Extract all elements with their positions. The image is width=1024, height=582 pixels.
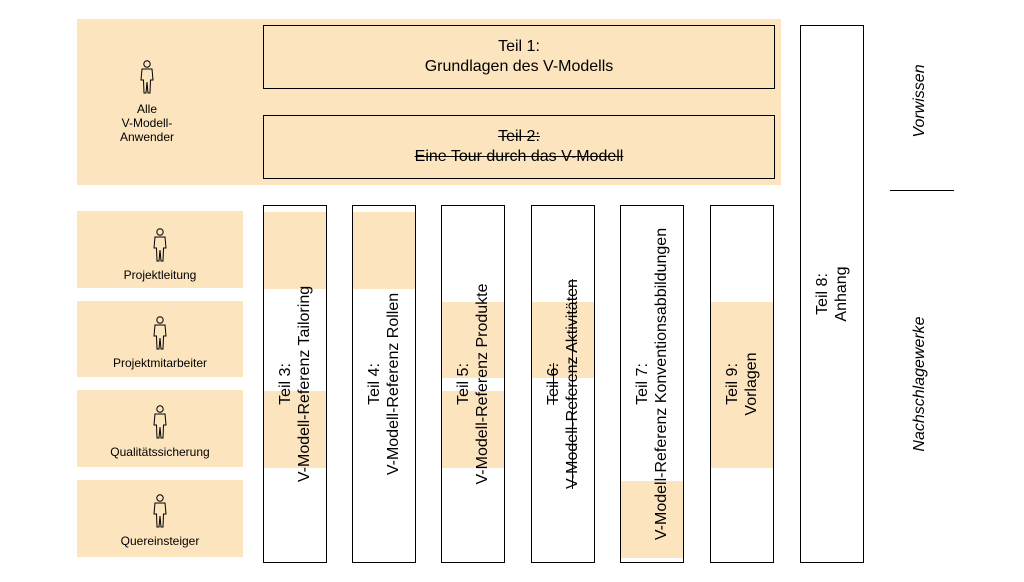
teil-3-subtitle: V-Modell-Referenz Tailoring <box>296 285 313 483</box>
teil-9-band-projektmitarbeiter <box>711 302 773 468</box>
teil-1-box: Teil 1: Grundlagen des V-Modells <box>263 25 775 89</box>
teil-3-band-qualitaetssicherung <box>264 391 326 468</box>
side-divider <box>890 190 954 191</box>
teil-6-subtitle: V-Modell-Referenz Aktivitäten <box>564 279 581 489</box>
teil-9-box <box>710 205 774 563</box>
teil-4-subtitle: V-Modell-Referenz Rollen <box>385 292 402 476</box>
teil-7-label: Teil 7: V-Modell-Referenz Konventionsabb… <box>633 228 671 540</box>
teil-5-band-qualitaetssicherung <box>442 391 504 468</box>
teil-5-box <box>441 205 505 563</box>
person-icon <box>140 60 154 94</box>
person-icon <box>153 405 167 439</box>
role-alle-anwender: Alle V-Modell- Anwender <box>97 60 197 152</box>
teil-4-band-projektleitung <box>353 212 415 289</box>
role-label-quereinsteiger: Quereinsteiger <box>120 534 200 548</box>
role-quereinsteiger: Quereinsteiger <box>77 490 243 548</box>
teil-3-band-projektleitung <box>264 212 326 289</box>
role-projektleitung: Projektleitung <box>77 224 243 282</box>
teil-5-band-projektmitarbeiter <box>442 302 504 378</box>
teil-4-label: Teil 4: V-Modell-Referenz Rollen <box>365 293 403 475</box>
person-icon <box>153 494 167 528</box>
teil-2-box: Teil 2: Eine Tour durch das V-Modell <box>263 115 775 179</box>
teil-5-subtitle: V-Modell-Referenz Produkte <box>474 283 491 485</box>
teil-1-title: Teil 1: <box>498 38 540 55</box>
teil-4-box <box>352 205 416 563</box>
teil-6-label: Teil 6: V-Modell-Referenz Aktivitäten <box>544 279 582 489</box>
role-qualitaetssicherung: Qualitätssicherung <box>77 401 243 459</box>
teil-7-title: Teil 7: <box>634 363 651 405</box>
teil-8-title: Teil 8: <box>814 273 831 315</box>
teil-5-title: Teil 5: <box>455 363 472 405</box>
person-icon <box>153 228 167 262</box>
teil-8-box <box>800 25 864 563</box>
teil-2-title: Teil 2: <box>498 128 540 145</box>
teil-7-subtitle: V-Modell-Referenz Konventionsabbildungen <box>653 227 670 541</box>
teil-9-subtitle: Vorlagen <box>743 352 760 416</box>
teil-6-band-projektmitarbeiter <box>532 302 594 378</box>
teil-1-subtitle: Grundlagen des V-Modells <box>424 58 614 75</box>
teil-7-band-quereinsteiger <box>621 481 683 558</box>
role-alle-line3: Anwender <box>119 130 175 144</box>
teil-9-title: Teil 9: <box>724 363 741 405</box>
teil-5-label: Teil 5: V-Modell-Referenz Produkte <box>454 284 492 485</box>
teil-6-box <box>531 205 595 563</box>
role-label-projektmitarbeiter: Projektmitarbeiter <box>112 356 208 370</box>
teil-8-label: Teil 8: Anhang <box>813 266 851 321</box>
role-label-projektleitung: Projektleitung <box>123 268 197 282</box>
teil-3-box <box>263 205 327 563</box>
role-alle-line2: V-Modell- <box>121 116 173 130</box>
role-box-projektleitung <box>77 211 243 288</box>
side-label-nachschlagewerke: Nachschlagewerke <box>911 316 928 452</box>
teil-6-title: Teil 6: <box>545 363 562 405</box>
teil-7-box <box>620 205 684 563</box>
teil-8-subtitle: Anhang <box>833 266 850 322</box>
teil-2-subtitle: Eine Tour durch das V-Modell <box>414 148 624 165</box>
role-label-qualitaetssicherung: Qualitätssicherung <box>110 445 210 459</box>
teil-9-label: Teil 9: Vorlagen <box>723 352 761 415</box>
teil-3-title: Teil 3: <box>277 363 294 405</box>
teil-4-title: Teil 4: <box>366 363 383 405</box>
side-label-vorwissen: Vorwissen <box>911 64 928 138</box>
role-projektmitarbeiter: Projektmitarbeiter <box>77 312 243 370</box>
role-alle-line1: Alle <box>136 102 157 116</box>
person-icon <box>153 316 167 350</box>
teil-3-label: Teil 3: V-Modell-Referenz Tailoring <box>276 286 314 482</box>
